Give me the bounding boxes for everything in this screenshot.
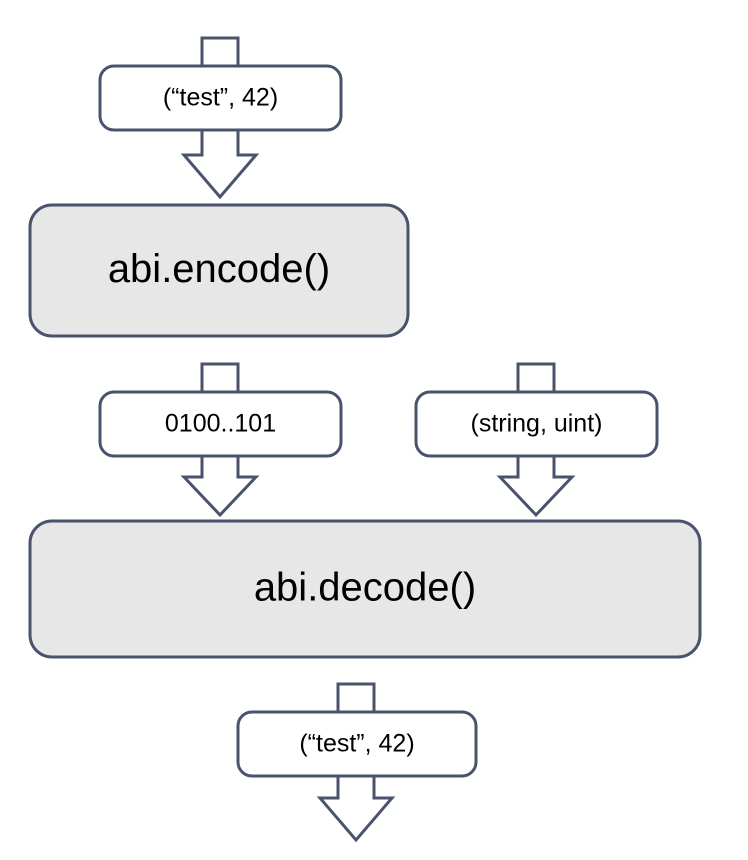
arrow-encoded-to-decode-icon [180, 455, 260, 518]
type-tuple-box[interactable] [414, 390, 659, 458]
arrow-into-encoded-shaft [200, 362, 240, 394]
arrow-layer [180, 36, 576, 843]
encoded-bytes-label: 0100..101 [165, 410, 276, 438]
arrow-into-input-shaft [200, 36, 240, 68]
encoded-bytes-box[interactable] [98, 390, 343, 458]
node-abi-decode[interactable]: abi.decode() [28, 519, 702, 659]
abi-decode-label: abi.decode() [254, 566, 476, 610]
type-tuple-label: (string, uint) [471, 410, 603, 438]
node-encoded-bytes[interactable]: 0100..101 [98, 390, 343, 458]
output-tuple-label: (“test”, 42) [299, 730, 414, 758]
input-tuple-label: (“test”, 42) [163, 84, 278, 112]
arrow-output-down-icon [316, 775, 396, 843]
arrow-into-types-shaft [516, 362, 556, 394]
arrow-types-to-decode-body [496, 455, 576, 518]
arrow-into-output-icon [336, 682, 376, 714]
node-output-tuple[interactable]: (“test”, 42) [236, 710, 478, 778]
input-tuple-box[interactable] [98, 64, 343, 132]
arrow-into-output-shaft [336, 682, 376, 714]
abi-decode-box[interactable] [28, 519, 702, 659]
arrow-encoded-to-decode-body [180, 455, 260, 518]
arrow-types-to-decode-icon [496, 455, 576, 518]
arrow-input-to-encode-icon [180, 129, 260, 200]
node-type-tuple[interactable]: (string, uint) [414, 390, 659, 458]
arrow-input-to-encode-body [180, 129, 260, 200]
abi-encode-label: abi.encode() [108, 247, 330, 291]
node-layer: (“test”, 42) abi.encode() 0100..101 (string… [28, 64, 702, 778]
arrow-into-types-icon [516, 362, 556, 394]
arrow-output-down-body [316, 775, 396, 843]
arrow-into-input-icon [200, 36, 240, 68]
node-input-tuple[interactable]: (“test”, 42) [98, 64, 343, 132]
abi-encode-box[interactable] [28, 203, 410, 338]
arrow-into-encoded-icon [200, 362, 240, 394]
node-abi-encode[interactable]: abi.encode() [28, 203, 410, 338]
output-tuple-box[interactable] [236, 710, 478, 778]
